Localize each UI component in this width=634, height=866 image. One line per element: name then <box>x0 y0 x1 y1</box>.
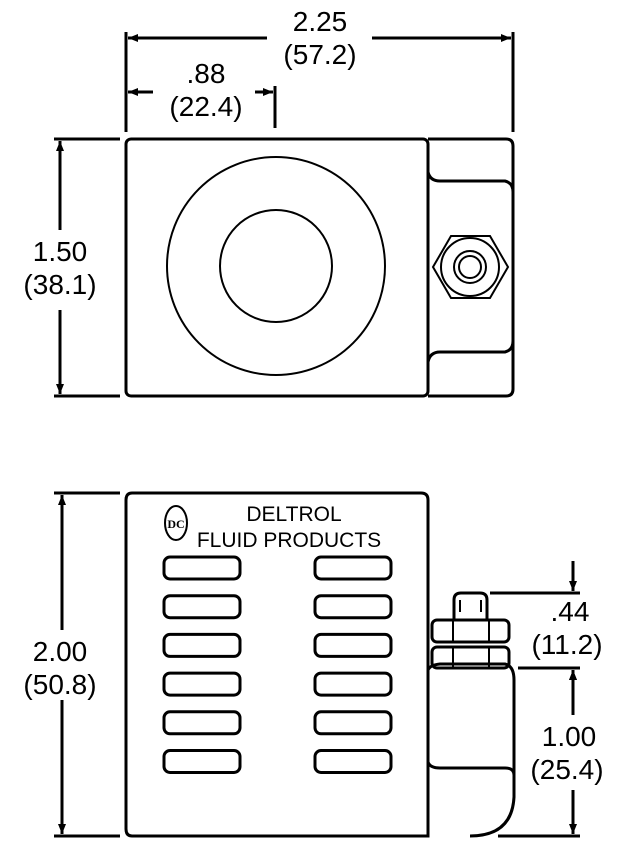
vent-slot <box>313 594 393 620</box>
dimension-overall-width: 2.25 (57.2) <box>124 6 515 132</box>
dimension-value-inches: .88 <box>187 58 226 89</box>
dimension-value-mm: (25.4) <box>530 754 603 785</box>
hex-nut-icon <box>430 618 511 644</box>
vent-slot <box>162 632 242 658</box>
dimension-value-inches: .44 <box>551 596 590 627</box>
brand-name: DELTROL <box>246 503 341 526</box>
vent-slot <box>313 555 393 581</box>
dimension-value-inches: 1.50 <box>33 236 88 267</box>
side-view: 2.00 (50.8) DC DELTROL FLUID PRODUCTS <box>23 491 604 838</box>
dimension-value-inches: 1.00 <box>542 721 597 752</box>
vent-slot <box>313 710 393 736</box>
coil-body-top <box>124 137 430 398</box>
logo-text: DC <box>167 517 184 531</box>
vent-slot <box>313 671 393 697</box>
vent-slot <box>162 749 242 774</box>
mounting-bracket-side <box>426 662 516 838</box>
terminal-nut-top <box>431 235 510 299</box>
deltrol-logo: DC <box>164 505 188 541</box>
hex-nut-icon <box>430 645 511 670</box>
dimension-value-mm: (38.1) <box>23 269 96 300</box>
top-view: 2.25 (57.2) .88 (22.4) 1.50 (38.1) <box>23 6 515 398</box>
dimension-value-mm: (22.4) <box>169 91 242 122</box>
dimension-value-mm: (57.2) <box>283 39 356 70</box>
coil-outer-circle <box>166 156 386 376</box>
dimension-value-mm: (50.8) <box>23 669 96 700</box>
dimension-center-offset: .88 (22.4) <box>128 58 277 128</box>
terminal-stud-side <box>430 591 511 670</box>
vent-slot <box>162 555 242 581</box>
dimension-height: 1.50 (38.1) <box>23 137 120 398</box>
vent-slots <box>162 555 393 774</box>
vent-slot <box>313 749 393 774</box>
coil-body-side <box>124 491 430 838</box>
brand-subtitle: FLUID PRODUCTS <box>197 529 381 552</box>
dimension-value-inches: 2.25 <box>293 6 348 37</box>
coil-bore-circle <box>219 209 333 323</box>
dimension-overall-height: 2.00 (50.8) <box>23 491 120 838</box>
dimension-terminal-height: .44 (11.2) <box>490 561 603 700</box>
vent-slot <box>162 671 242 697</box>
vent-slot <box>162 710 242 736</box>
hex-nut-icon <box>431 235 510 299</box>
dimension-value-inches: 2.00 <box>33 636 88 667</box>
vent-slot <box>162 594 242 620</box>
mounting-bracket-top <box>426 137 515 398</box>
dimension-value-mm: (11.2) <box>531 629 602 660</box>
dimension-bracket-height: 1.00 (25.4) <box>498 670 604 838</box>
logo-icon <box>164 505 188 541</box>
vent-slot <box>313 632 393 658</box>
